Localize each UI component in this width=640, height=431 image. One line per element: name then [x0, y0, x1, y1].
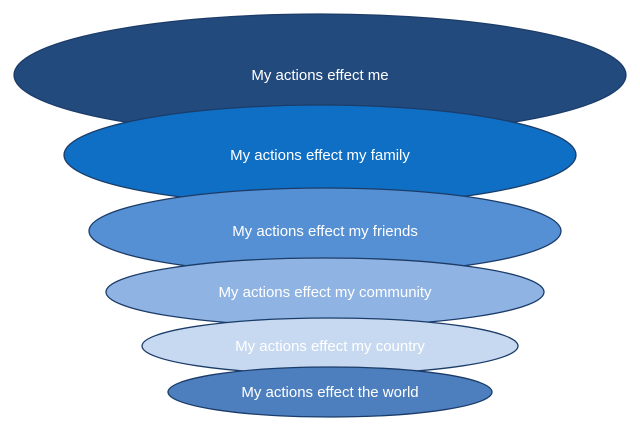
- ring-friends: My actions effect my friends: [88, 187, 562, 275]
- ring-country-label: My actions effect my country: [235, 338, 425, 355]
- ring-community-label: My actions effect my community: [218, 284, 432, 301]
- ring-world: My actions effect the world: [167, 366, 493, 418]
- ring-me: My actions effect me: [13, 13, 627, 137]
- ring-world-label: My actions effect the world: [241, 384, 418, 401]
- ring-friends-label: My actions effect my friends: [232, 223, 418, 240]
- ring-family-label: My actions effect my family: [230, 147, 410, 164]
- ring-country: My actions effect my country: [141, 317, 519, 375]
- ring-community: My actions effect my community: [105, 257, 545, 327]
- ring-me-label: My actions effect me: [251, 67, 388, 84]
- ring-world-shape: [167, 366, 493, 418]
- ring-family: My actions effect my family: [63, 104, 577, 206]
